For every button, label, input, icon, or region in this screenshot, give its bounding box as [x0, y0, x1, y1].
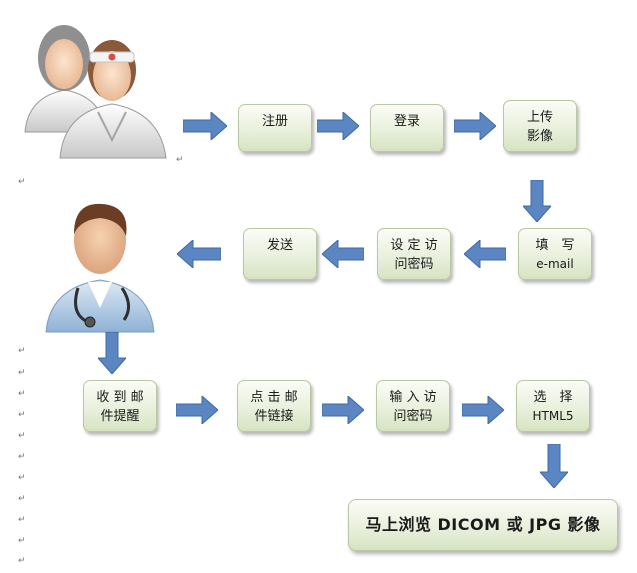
step-receive-label-1: 收 到 邮: [96, 390, 144, 405]
arrow-right-icon: [176, 396, 218, 424]
patients-icon: [24, 25, 167, 159]
arrow-down-icon: [540, 444, 568, 488]
step-select-label-1: 选 择: [533, 390, 573, 405]
step-email-label-2: e-mail: [536, 257, 574, 271]
arrow-right-icon: [322, 396, 364, 424]
step-click-link-label-2: 件链接: [254, 409, 294, 424]
arrow-left-icon: [177, 240, 221, 268]
arrow-down-icon: [523, 180, 551, 222]
arrow-right-icon: [462, 396, 504, 424]
step-upload-label-2: 影像: [526, 129, 553, 144]
final-result-label: 马上浏览 DICOM 或 JPG 影像: [365, 515, 601, 534]
paragraph-mark-icon: ↵: [18, 473, 26, 483]
step-send: 发送: [243, 228, 317, 280]
step-set-password-label-2: 问密码: [394, 257, 434, 272]
paragraph-mark-icon: ↵: [18, 346, 26, 356]
step-email: 填 写 e-mail: [518, 228, 592, 280]
paragraph-mark-icon: ↵: [18, 389, 26, 399]
paragraph-mark-icon: ↵: [18, 410, 26, 420]
step-set-password-label-1: 设 定 访: [390, 238, 438, 253]
final-result-box: 马上浏览 DICOM 或 JPG 影像: [348, 499, 618, 551]
step-login: 登录: [370, 104, 444, 152]
arrow-left-icon: [322, 240, 364, 268]
step-set-password: 设 定 访 问密码: [377, 228, 451, 280]
step-click-link-label-1: 点 击 邮: [250, 390, 298, 405]
step-click-link: 点 击 邮 件链接: [237, 380, 311, 432]
arrow-right-icon: [317, 112, 359, 140]
step-register-label: 注册: [261, 114, 288, 129]
paragraph-mark-icon: ↵: [18, 368, 26, 378]
step-input-password-label-1: 输 入 访: [389, 390, 437, 405]
step-select: 选 择 HTML5: [516, 380, 590, 432]
arrow-left-icon: [464, 240, 506, 268]
step-upload-label-1: 上传: [526, 110, 553, 125]
step-login-label: 登录: [393, 114, 420, 129]
arrow-right-icon: [183, 112, 227, 140]
step-receive: 收 到 邮 件提醒: [83, 380, 157, 432]
arrow-down-icon: [98, 332, 126, 374]
step-send-label: 发送: [266, 238, 293, 253]
step-select-label-2: HTML5: [532, 409, 574, 423]
step-upload: 上传 影像: [503, 100, 577, 152]
paragraph-mark-icon: ↵: [18, 494, 26, 504]
doctor-icon: [45, 203, 155, 333]
paragraph-mark-icon: ↵: [18, 556, 26, 566]
step-register: 注册: [238, 104, 312, 152]
step-input-password-label-2: 问密码: [393, 409, 433, 424]
paragraph-mark-icon: ↵: [18, 536, 26, 546]
step-receive-label-2: 件提醒: [100, 409, 140, 424]
paragraph-mark-icon: ↵: [18, 452, 26, 462]
paragraph-mark-icon: ↵: [18, 177, 26, 187]
paragraph-mark-icon: ↵: [176, 155, 184, 165]
paragraph-mark-icon: ↵: [18, 515, 26, 525]
paragraph-mark-icon: ↵: [18, 431, 26, 441]
step-input-password: 输 入 访 问密码: [376, 380, 450, 432]
step-email-label-1: 填 写: [535, 238, 575, 253]
arrow-right-icon: [454, 112, 496, 140]
